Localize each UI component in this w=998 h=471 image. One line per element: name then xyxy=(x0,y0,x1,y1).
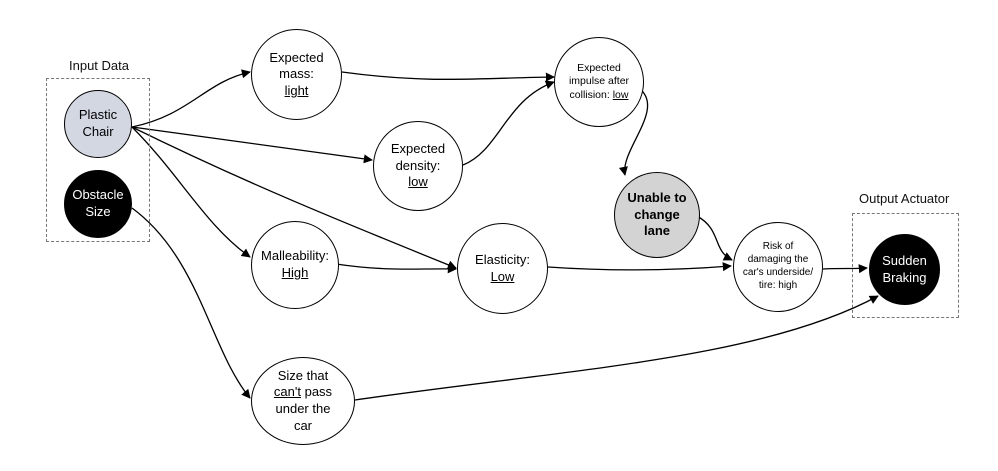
risk-line2: damaging the xyxy=(747,254,809,266)
plastic-chair-node: Plastic Chair xyxy=(64,90,132,158)
risk-line4: tire: high xyxy=(758,279,798,291)
cantpass-line4: car xyxy=(293,417,313,433)
expected-mass-line2: mass: xyxy=(279,66,314,82)
risk-line3: car's underside/ xyxy=(742,267,814,278)
input-data-label: Input Data xyxy=(69,58,129,73)
sudden-braking-node: Sudden Braking xyxy=(869,234,940,305)
output-actuator-label: Output Actuator xyxy=(859,191,950,206)
expected-mass-line1: Expected xyxy=(269,49,324,65)
edge-density-to-impulse xyxy=(462,80,555,166)
expected-density-line2: density: xyxy=(395,157,441,173)
obstacle-size-line2: Size xyxy=(85,204,111,219)
edge-chair-to-malleability xyxy=(131,126,251,258)
elasticity-value: Low xyxy=(490,268,515,284)
input-data-group xyxy=(46,78,150,242)
unable-line3: lane xyxy=(643,223,670,239)
braking-line2: Braking xyxy=(882,269,927,285)
elasticity-node: Elasticity: Low xyxy=(457,223,548,314)
cantpass-line3: under the xyxy=(275,401,331,416)
expected-impulse-line1: Expected xyxy=(577,61,621,74)
plastic-chair-line2: Chair xyxy=(82,124,114,139)
edge-unable-to-risk xyxy=(696,215,733,261)
expected-density-node: Expected density: low xyxy=(373,121,463,211)
plastic-chair-line1: Plastic xyxy=(78,107,118,123)
cantpass-line2: pass xyxy=(300,384,333,400)
expected-mass-node: Expected mass: light xyxy=(251,29,342,120)
malleability-line1: Malleability: xyxy=(261,248,329,264)
cantpass-line1: Size that xyxy=(277,367,329,383)
expected-density-line1: Expected xyxy=(390,141,446,157)
malleability-node: Malleability: High xyxy=(251,221,339,309)
edge-malleability-to-elasticity xyxy=(335,263,457,274)
edge-risk-to-braking xyxy=(822,264,868,274)
elasticity-line1: Elasticity: xyxy=(475,251,530,267)
obstacle-size-node: Obstacle Size xyxy=(64,170,132,238)
risk-damage-node: Risk of damaging the car's underside/ ti… xyxy=(733,222,823,312)
unable-line1: Unable to xyxy=(627,190,687,206)
malleability-value: High xyxy=(281,265,309,280)
braking-line1: Sudden xyxy=(882,252,927,268)
risk-line1: Risk of xyxy=(762,241,794,253)
expected-impulse-line2: impulse after xyxy=(568,75,630,88)
unable-change-lane-node: Unable to change lane xyxy=(614,172,700,258)
edge-mass-to-impulse xyxy=(341,71,555,82)
expected-impulse-node: Expected impulse after collision: low xyxy=(554,37,644,127)
expected-impulse-line3: collision: xyxy=(569,88,613,101)
edge-cantpass-to-braking xyxy=(354,295,879,401)
edge-impulse-to-unable xyxy=(618,88,649,176)
expected-density-value: low xyxy=(408,174,428,190)
cantpass-emph: can't xyxy=(273,384,301,400)
size-cant-pass-node: Size that can't pass under the car xyxy=(251,357,355,445)
expected-mass-value: light xyxy=(284,82,309,98)
edge-chair-to-elasticity xyxy=(131,126,457,270)
edge-elasticity-to-risk xyxy=(547,262,732,272)
expected-impulse-value: low xyxy=(612,88,629,101)
unable-line2: change xyxy=(634,206,680,222)
obstacle-size-line1: Obstacle xyxy=(72,187,124,203)
edge-chair-to-density xyxy=(131,126,373,164)
edge-size-to-cantpass xyxy=(131,207,251,399)
output-actuator-group xyxy=(852,213,959,318)
